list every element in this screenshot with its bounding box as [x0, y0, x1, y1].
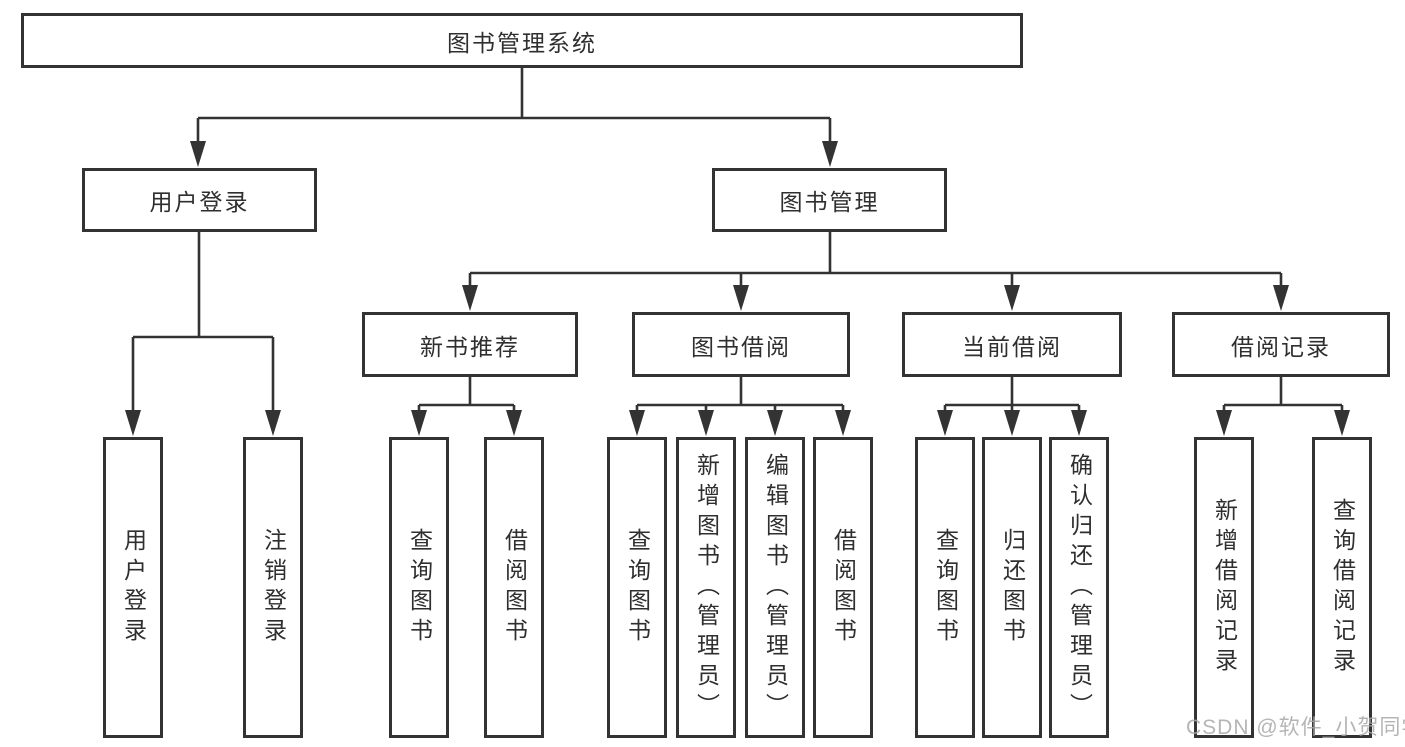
connector-new-book-children [417, 377, 516, 412]
leaf-label: 新增图书（管理员） [693, 452, 720, 723]
leaf-return-books: 归还图书 [982, 437, 1042, 738]
node-label: 新书推荐 [420, 333, 520, 360]
node-book-management: 图书管理 [712, 168, 947, 232]
leaf-confirm-return-admin: 确认归还（管理员） [1049, 437, 1109, 738]
node-label: 图书借阅 [691, 333, 791, 360]
connector-user-login-children [131, 232, 275, 412]
leaf-user-login: 用户登录 [103, 437, 163, 738]
node-label: 图书管理 [779, 189, 880, 215]
leaf-query-books-recommend: 查询图书 [389, 437, 449, 738]
leaf-label: 查询图书 [406, 527, 433, 648]
leaf-label: 注销登录 [260, 527, 287, 648]
leaf-logout: 注销登录 [243, 437, 303, 738]
leaf-query-books-current: 查询图书 [915, 437, 975, 738]
arrowheads-level2 [190, 141, 838, 167]
node-label: 用户登录 [149, 189, 250, 215]
leaf-label: 确认归还（管理员） [1066, 452, 1093, 723]
leaf-borrow-books-recommend: 借阅图书 [484, 437, 544, 738]
leaf-label: 查询借阅记录 [1329, 497, 1356, 678]
leaf-query-borrow-record: 查询借阅记录 [1312, 437, 1372, 738]
connector-root-to-level2 [196, 68, 832, 143]
node-root: 图书管理系统 [21, 13, 1023, 68]
leaf-borrow-books-borrowing: 借阅图书 [813, 437, 873, 738]
leaf-add-borrow-record: 新增借阅记录 [1194, 437, 1254, 738]
node-book-borrowing: 图书借阅 [632, 312, 850, 377]
connector-book-management-children [468, 232, 1283, 287]
arrowheads-leaves [125, 410, 1350, 436]
node-label: 当前借阅 [962, 333, 1062, 360]
leaf-query-books-borrowing: 查询图书 [607, 437, 667, 738]
connector-book-borrowing-children [635, 377, 845, 412]
leaf-label: 查询图书 [624, 527, 651, 648]
connector-borrowing-records-children [1222, 377, 1344, 412]
leaf-label: 归还图书 [999, 527, 1026, 648]
node-label: 图书管理系统 [447, 29, 597, 56]
node-user-login: 用户登录 [82, 168, 317, 232]
arrowheads-level3 [462, 285, 1289, 311]
leaf-edit-books-admin: 编辑图书（管理员） [745, 437, 805, 738]
node-label: 借阅记录 [1231, 333, 1331, 360]
node-new-book-recommend: 新书推荐 [362, 312, 578, 377]
leaf-add-books-admin: 新增图书（管理员） [676, 437, 736, 738]
node-current-borrowing: 当前借阅 [902, 312, 1122, 377]
leaf-label: 用户登录 [120, 527, 147, 648]
leaf-label: 借阅图书 [501, 527, 528, 648]
leaf-label: 新增借阅记录 [1211, 497, 1238, 678]
connector-current-borrowing-children [943, 377, 1081, 412]
leaf-label: 查询图书 [932, 527, 959, 648]
leaf-label: 借阅图书 [830, 527, 857, 648]
node-borrowing-records: 借阅记录 [1172, 312, 1390, 377]
leaf-label: 编辑图书（管理员） [762, 452, 789, 723]
csdn-watermark: CSDN @软件_小贺同学 [1186, 716, 1405, 739]
